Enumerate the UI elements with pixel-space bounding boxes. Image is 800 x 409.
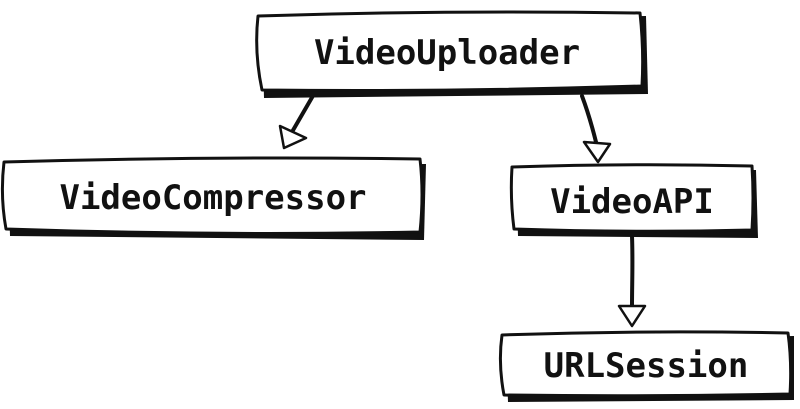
node-label: URLSession xyxy=(544,346,749,386)
node-label: VideoCompressor xyxy=(59,178,366,218)
node-video-uploader[interactable]: VideoUploader xyxy=(255,10,648,98)
node-video-compressor[interactable]: VideoCompressor xyxy=(0,156,426,240)
node-video-api[interactable]: VideoAPI xyxy=(509,163,758,238)
edge-uploader-to-compressor xyxy=(278,92,316,150)
edge-uploader-to-api xyxy=(580,94,612,164)
node-label: VideoAPI xyxy=(550,182,714,222)
edge-api-to-urlsession xyxy=(617,234,647,328)
node-label: VideoUploader xyxy=(314,33,580,73)
node-url-session[interactable]: URLSession xyxy=(498,330,794,402)
